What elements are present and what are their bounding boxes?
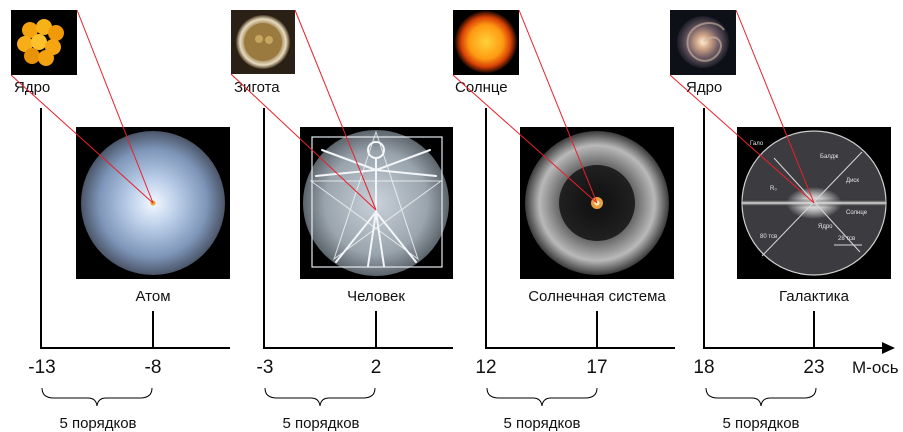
zoom-line — [735, 9, 815, 204]
panel-human: Зигота Человек -3 2 5 порядков — [230, 9, 453, 432]
zoom-line — [230, 73, 377, 211]
axis-label: М-ось — [852, 358, 899, 377]
axis-arrowhead — [882, 342, 895, 354]
galaxy-annotation: Гало — [750, 141, 764, 147]
tick-label: -3 — [257, 357, 274, 378]
tick-label: -8 — [145, 357, 162, 378]
zoom-line — [76, 9, 154, 204]
zoom-line — [294, 9, 377, 211]
tick-label: 12 — [475, 357, 496, 378]
zoom-line — [452, 74, 598, 204]
galaxy-annotation: R₀ — [770, 186, 777, 192]
galaxy-annotation: Солнце — [846, 210, 868, 216]
brace-label: 5 порядков — [282, 415, 359, 432]
tick-label: 23 — [803, 357, 824, 378]
zoom-line — [10, 74, 154, 204]
object-label: Атом — [135, 288, 170, 305]
brace-label: 5 порядков — [503, 415, 580, 432]
object-label: Солнечная система — [528, 288, 666, 305]
panel-galaxy: Ядро Гало Балдж Диск Солнце Ядро 80 тсв … — [669, 9, 899, 432]
brace — [705, 387, 817, 407]
galaxy-annotation: Диск — [846, 178, 859, 184]
galaxy-annotation: Балдж — [820, 154, 838, 160]
sun-icon — [455, 11, 517, 73]
tick-label: 2 — [371, 357, 382, 378]
galaxy-annotation: 28 тсв — [838, 236, 855, 242]
panel-atom: Ядро Атом -13 -8 5 порядков — [10, 9, 230, 432]
inset-label: Зигота — [234, 79, 280, 96]
panel-solar-system: Солнце Солнечная система 12 17 5 порядко… — [452, 9, 675, 432]
brace — [41, 387, 153, 407]
galaxy-annotation: Ядро — [818, 224, 833, 230]
galaxy-annotation: 80 тсв — [760, 234, 777, 240]
brace-label: 5 порядков — [59, 415, 136, 432]
tick-label: 18 — [693, 357, 714, 378]
nucleus-cluster-icon — [17, 19, 64, 66]
brace-label: 5 порядков — [722, 415, 799, 432]
zoom-line — [669, 74, 815, 204]
tick-label: 17 — [586, 357, 607, 378]
object-label: Человек — [347, 288, 405, 305]
inset-label: Солнце — [455, 79, 508, 96]
vitruvian-figure-icon — [309, 130, 443, 267]
inset-label: Ядро — [686, 79, 722, 96]
tick-label: -13 — [28, 357, 55, 378]
brace — [486, 387, 598, 407]
object-label: Галактика — [779, 288, 850, 305]
zoom-line — [518, 9, 598, 204]
inset-label: Ядро — [14, 79, 50, 96]
brace — [264, 387, 376, 407]
